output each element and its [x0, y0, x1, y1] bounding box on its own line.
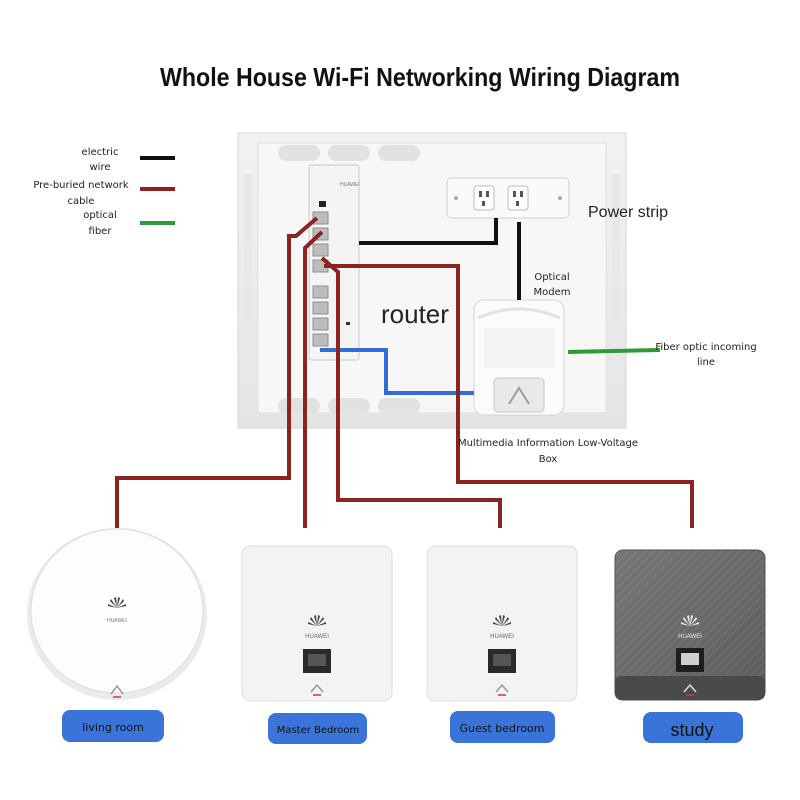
device-brand: HUAWEI [305, 634, 329, 640]
power-strip-label: Power strip [588, 204, 668, 221]
box-label-2: Box [539, 454, 558, 465]
room-label-text: Guest bedroom [460, 722, 545, 735]
device-master-bedroom: HUAWEI [241, 545, 393, 702]
legend-electric-line2: wire [89, 162, 110, 173]
device-guest-bedroom: HUAWEI [426, 545, 578, 702]
router-label: router [381, 299, 449, 329]
network-cable-study [324, 264, 694, 528]
network-cable-master-bedroom [303, 230, 324, 528]
electric-wire-router [359, 218, 498, 245]
device-brand: HUAWEI [678, 634, 702, 640]
optical-modem-label-2: Modem [534, 287, 571, 298]
huawei-logo-icon [308, 615, 326, 626]
router: HUAWEI [308, 164, 360, 361]
device-living-room: HUAWEI [27, 528, 207, 700]
power-strip [446, 177, 570, 219]
optical-modem [473, 299, 565, 416]
blue-patch-cable [320, 348, 474, 395]
network-cable-living-room [115, 216, 319, 528]
room-label-text: living room [82, 721, 144, 734]
fiber-optic-line [567, 348, 661, 354]
diagram-title: Whole House Wi-Fi Networking Wiring Diag… [160, 62, 680, 92]
huawei-logo-icon [108, 597, 126, 608]
room-label-master-bedroom: Master Bedroom [268, 713, 367, 744]
router-brand: HUAWEI [340, 182, 360, 188]
room-label-text: study [670, 720, 713, 740]
legend-fiber-line1: optical [83, 210, 117, 221]
huawei-logo-icon [681, 615, 699, 626]
fiber-incoming-label-1: Fiber optic incoming [655, 342, 756, 353]
legend: electric wire Pre-buried network cable o… [33, 147, 175, 237]
legend-network-line1: Pre-buried network [33, 180, 129, 191]
huawei-logo-icon [493, 615, 511, 626]
room-label-guest-bedroom: Guest bedroom [450, 711, 555, 743]
legend-electric-line1: electric [82, 147, 119, 158]
device-brand: HUAWEI [490, 634, 514, 640]
room-label-text: Master Bedroom [277, 725, 360, 736]
device-brand: HUAWEI [107, 618, 127, 624]
legend-network-line2: cable [68, 196, 95, 207]
legend-fiber-line2: fiber [89, 226, 113, 237]
optical-modem-label-1: Optical [534, 272, 569, 283]
fiber-incoming-label-2: line [697, 357, 715, 368]
device-study: HUAWEI [614, 549, 766, 701]
box-label-1: Multimedia Information Low-Voltage [458, 438, 638, 449]
room-label-living-room: living room [62, 710, 164, 742]
room-label-study: study [643, 712, 743, 743]
cables [115, 216, 694, 528]
